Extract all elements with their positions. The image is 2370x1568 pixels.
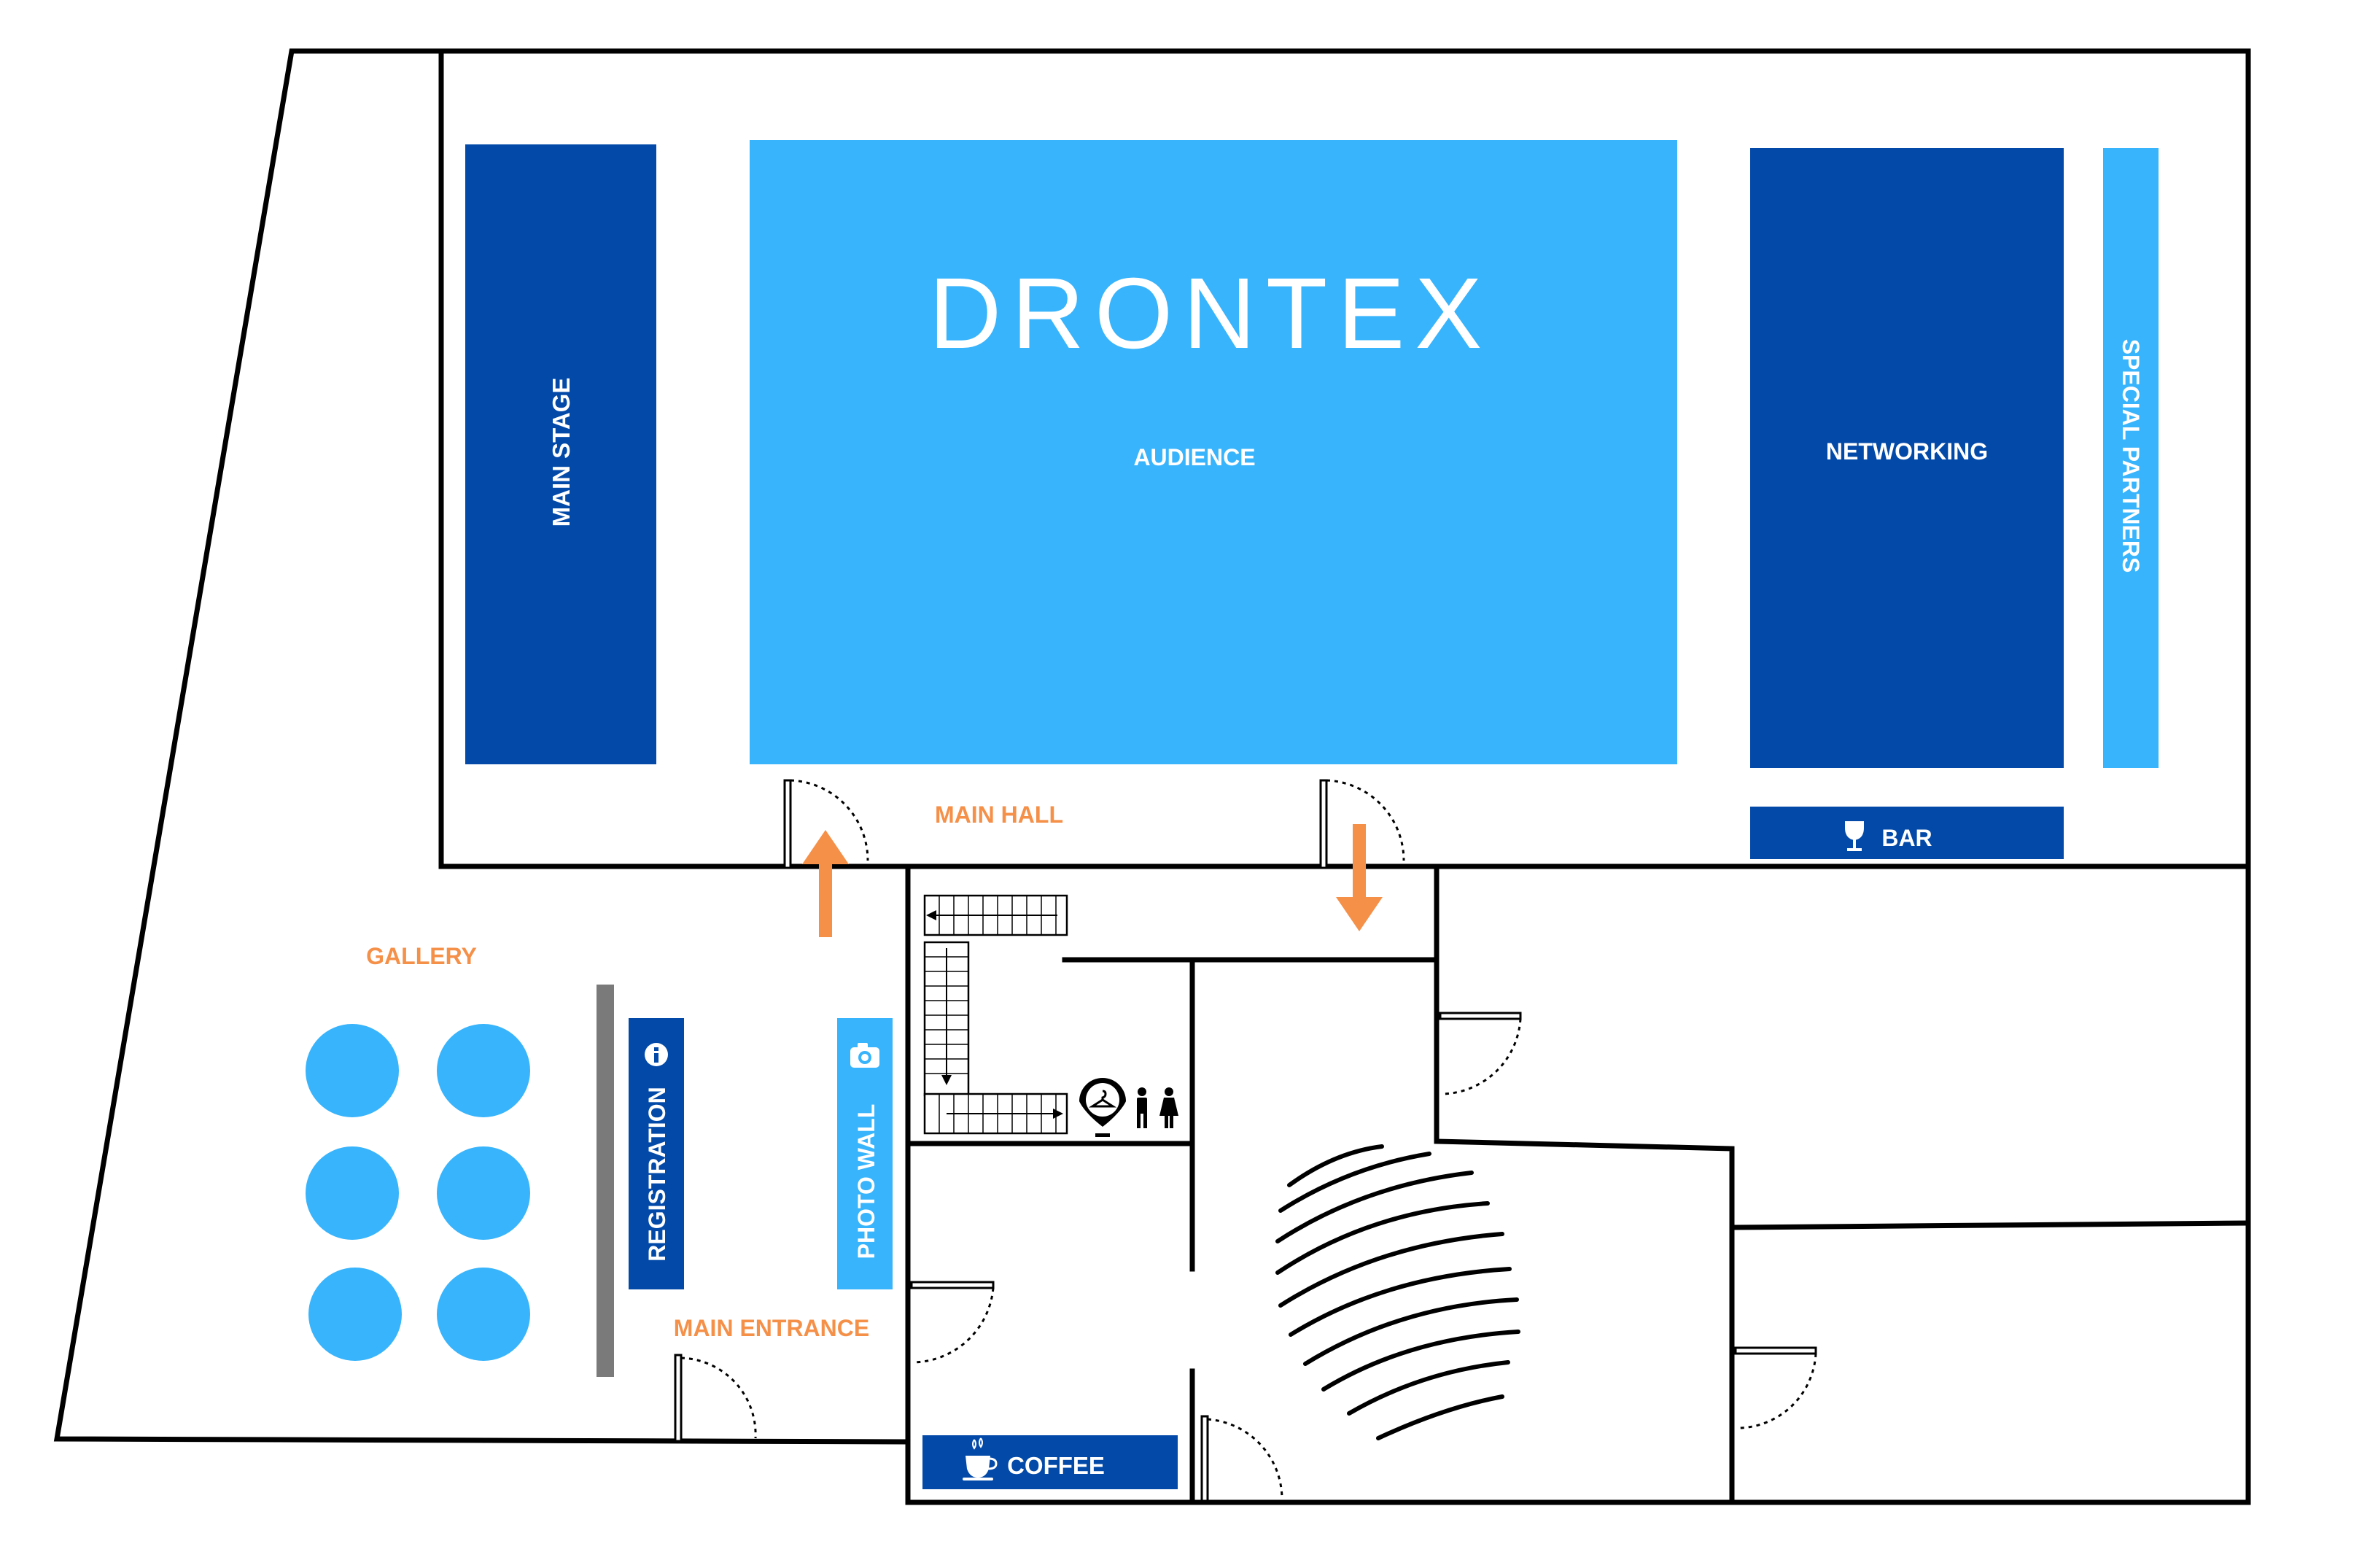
networking-label: NETWORKING: [1826, 438, 1988, 465]
entry-arrow-up: [802, 830, 849, 937]
coffee-zone: COFFEE: [922, 1435, 1178, 1489]
coffee-cup-icon: [963, 1437, 998, 1480]
main-stage-zone: MAIN STAGE: [465, 144, 656, 764]
main-stage-label: MAIN STAGE: [548, 378, 575, 527]
photo-wall-zone: PHOTO WALL: [837, 1018, 893, 1289]
special-partners-label: SPECIAL PARTNERS: [2118, 339, 2144, 573]
coat-hanger-icon: [1079, 1078, 1126, 1137]
wine-glass-icon: [1845, 821, 1864, 851]
door-coffee-room: [910, 1281, 995, 1364]
gallery-table: [437, 1146, 530, 1240]
door-right-room-upper: [1439, 1012, 1522, 1095]
lounge-seating-arcs: [1275, 1144, 1520, 1440]
info-icon: [645, 1043, 668, 1066]
coffee-label: COFFEE: [1007, 1452, 1105, 1479]
camera-icon: [850, 1043, 879, 1068]
lower-block-wall: [905, 863, 2251, 1505]
gallery-table: [437, 1024, 530, 1117]
special-partners-block: [2103, 148, 2159, 768]
gallery-table: [437, 1268, 530, 1361]
audience-zone: DRONTEX AUDIENCE: [750, 140, 1677, 764]
gallery-table: [306, 1024, 399, 1117]
bar-label: BAR: [1881, 825, 1932, 851]
gallery-label: GALLERY: [366, 943, 477, 969]
gallery-divider: [597, 985, 614, 1377]
registration-label: REGISTRATION: [644, 1087, 670, 1261]
main-hall-label: MAIN HALL: [935, 802, 1063, 828]
door-centre-room: [1200, 1415, 1283, 1502]
corridor-wall: [1062, 863, 1440, 963]
special-partners-zone: SPECIAL PARTNERS: [2103, 148, 2159, 768]
main-hall-door-left: [783, 779, 869, 869]
audience-label: AUDIENCE: [1133, 444, 1255, 470]
bar-block: [1750, 807, 2064, 859]
registration-zone: REGISTRATION: [629, 1018, 684, 1289]
door-east-room-lower: [1734, 1346, 1817, 1429]
exit-arrow-down: [1336, 824, 1383, 931]
bar-zone: BAR: [1750, 807, 2064, 859]
gallery-table: [306, 1146, 399, 1240]
gallery-table: [308, 1268, 402, 1361]
main-entrance-label: MAIN ENTRANCE: [674, 1315, 869, 1341]
main-hall-wall: [438, 48, 2251, 869]
networking-block: [1750, 148, 2064, 768]
main-entrance-door: [674, 1354, 757, 1443]
drontex-logo: DRONTEX: [929, 257, 1493, 370]
networking-zone: NETWORKING: [1750, 148, 2064, 768]
main-stage-block: [465, 144, 656, 764]
room-divider-wall: [1434, 957, 1735, 1504]
audience-block: [750, 140, 1677, 764]
restroom-icon: [1137, 1087, 1178, 1128]
gallery-tables: [306, 1024, 530, 1361]
walls: [53, 48, 2251, 1505]
photo-wall-label: PHOTO WALL: [853, 1104, 879, 1260]
east-room-divider: [1733, 1220, 2249, 1230]
staircase: [923, 894, 1068, 1135]
stair-direction-arrows: [926, 910, 1063, 1119]
main-hall-door-right: [1319, 779, 1405, 869]
